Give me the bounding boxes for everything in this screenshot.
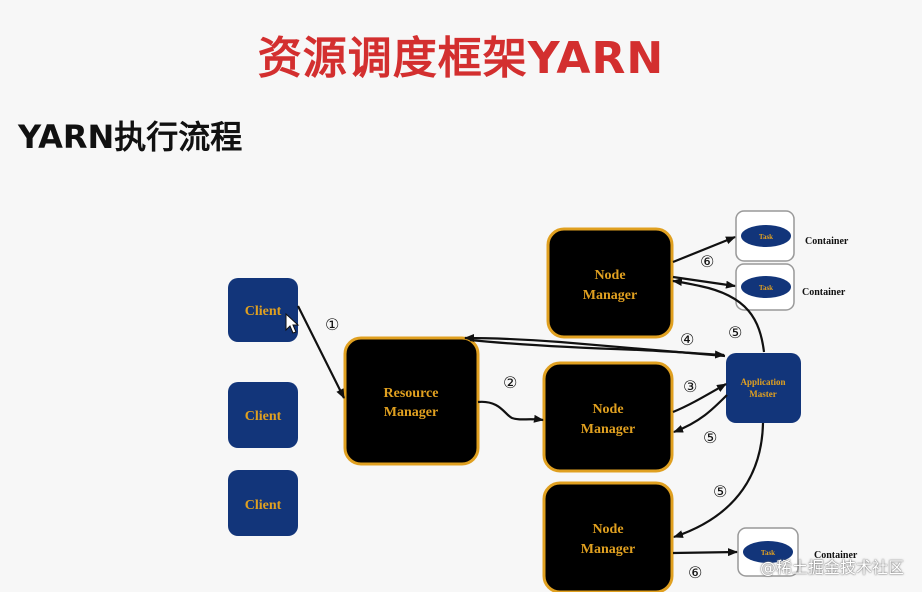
mouse-cursor-icon [285,312,300,334]
arrow-client-to-rm [297,305,345,399]
application-master-line1: Application [740,377,785,387]
client-label-3: Client [245,498,282,513]
node-manager-box-2: Node Manager [542,361,674,473]
step-label-4: ④ [680,330,694,349]
client-box-2: Client [228,382,298,448]
watermark: @稀土掘金技术社区 [759,558,904,577]
task-label-3: Task [761,549,775,557]
resource-manager-label-line2: Manager [384,405,438,420]
step-label-6a: ⑥ [700,252,714,271]
client-label-2: Client [245,409,282,424]
container-label-1: Container [805,236,849,247]
node-manager-3-line1: Node [592,522,623,537]
node-manager-1-line2: Manager [583,288,637,303]
node-manager-box-3: Node Manager [542,481,674,592]
arrow-rm-to-nm2 [477,400,544,423]
container-3: Task Container [737,527,858,577]
container-label-2: Container [802,287,846,298]
application-master-line2: Master [749,389,776,399]
client-box-1: Client [228,278,298,342]
node-manager-box-1: Node Manager [546,227,674,339]
container-2: Task Container [735,263,846,311]
arrow-am-to-nm1 [672,278,766,353]
application-master-box: Application Master [726,353,801,423]
task-label-1: Task [759,233,773,241]
resource-manager-box: Resource Manager [343,336,480,466]
step-label-1: ① [325,315,339,334]
arrow-rm-to-am [469,338,725,359]
step-label-3: ③ [683,377,697,396]
step-label-6b: ⑥ [688,563,702,582]
arrow-nm1-to-container2 [672,275,736,289]
node-manager-2-line1: Node [592,402,623,417]
arrow-nm1-to-container1 [672,235,736,264]
resource-manager-label-line1: Resource [384,386,439,401]
section-title: YARN执行流程 [18,118,243,156]
step-label-5a: ⑤ [728,323,742,342]
step-label-5c: ⑤ [713,482,727,501]
node-manager-3-line2: Manager [581,542,635,557]
container-1: Task Container [735,210,849,262]
container-label-3: Container [814,550,858,561]
step-label-5b: ⑤ [703,428,717,447]
client-label-1: Client [245,304,282,319]
client-box-3: Client [228,470,298,536]
node-manager-2-line2: Manager [581,422,635,437]
arrow-nm2-to-am [672,383,727,414]
arrow-nm3-to-container3 [672,548,738,557]
slide-title: 资源调度框架YARN [257,33,665,84]
step-label-2: ② [503,373,517,392]
node-manager-1-line1: Node [594,268,625,283]
task-label-2: Task [759,284,773,292]
arrow-am-to-nm3 [673,422,765,539]
arrow-am-to-nm2 [673,394,728,434]
